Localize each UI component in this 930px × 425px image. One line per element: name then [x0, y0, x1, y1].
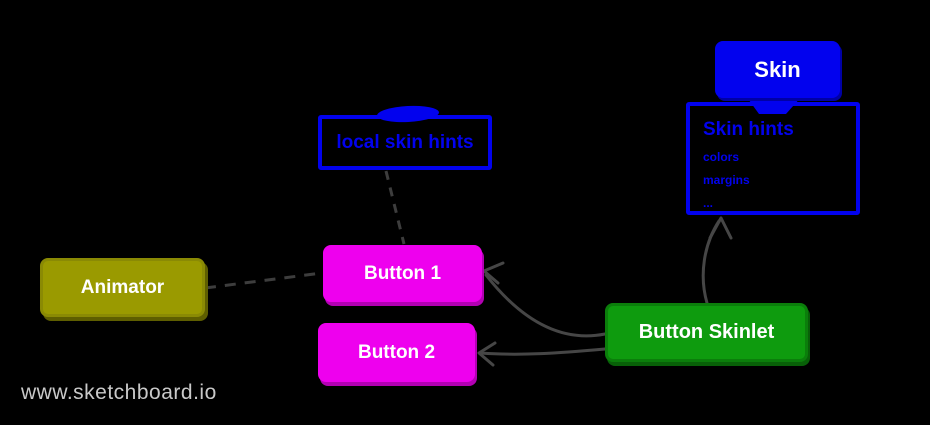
node-skin-hints[interactable]: Skin hints colors margins ...	[686, 102, 860, 215]
node-local-skin-hints[interactable]: local skin hints	[318, 115, 492, 170]
animator-label: Animator	[80, 276, 165, 298]
skin-hints-title: Skin hints	[703, 119, 794, 140]
node-button-skinlet[interactable]: Button Skinlet	[605, 303, 808, 362]
arrowhead-skin-hints	[708, 216, 733, 240]
skin-hint-item-colors: colors	[703, 150, 740, 164]
arrowhead-button1	[482, 261, 505, 285]
edge-buttonskinlet-button2[interactable]	[477, 341, 607, 367]
node-skin[interactable]: Skin	[715, 41, 840, 98]
button-skinlet-label: Button Skinlet	[638, 321, 775, 343]
skin-hint-item-ellipsis: ...	[703, 196, 714, 210]
sketchboard-watermark: www.sketchboard.io	[21, 381, 217, 404]
node-button1[interactable]: Button 1	[323, 245, 482, 302]
local-skin-hints-label: local skin hints	[336, 131, 474, 153]
edge-buttonskinlet-button1[interactable]	[482, 261, 607, 338]
node-animator[interactable]: Animator	[40, 258, 205, 317]
skin-label: Skin	[754, 56, 801, 82]
edge-animator-button1[interactable]	[204, 271, 323, 290]
edge-buttonskinlet-skinhints[interactable]	[701, 216, 733, 305]
skin-hints-content: Skin hints colors margins ...	[690, 106, 856, 210]
button1-label: Button 1	[363, 262, 442, 284]
button2-label: Button 2	[357, 341, 436, 363]
edge-localskinhints-button1[interactable]	[384, 170, 406, 245]
node-button2[interactable]: Button 2	[318, 323, 475, 382]
skin-hint-item-margins: margins	[703, 173, 750, 187]
arrowhead-button2	[477, 341, 497, 367]
